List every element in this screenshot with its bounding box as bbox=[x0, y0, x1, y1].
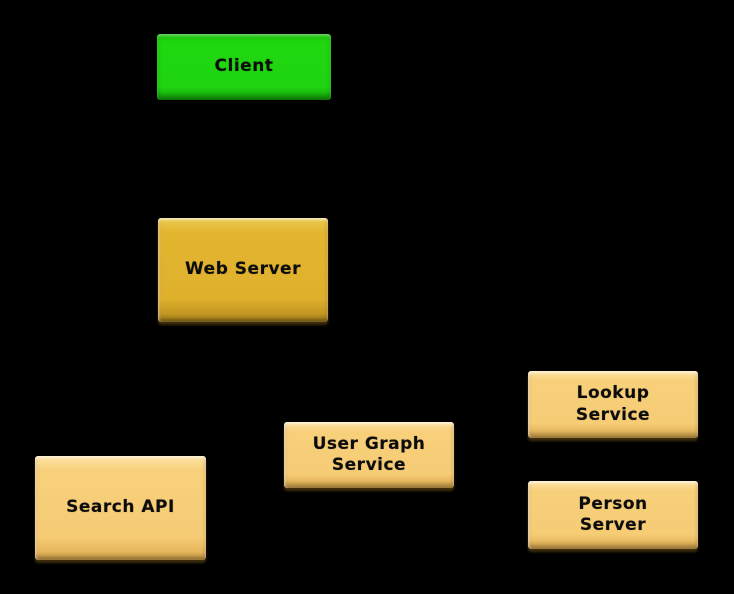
node-client[interactable]: Client bbox=[157, 34, 331, 100]
node-user-graph-service[interactable]: User Graph Service bbox=[284, 422, 454, 488]
node-user-graph-service-label: User Graph Service bbox=[312, 433, 426, 475]
node-person-server[interactable]: Person Server bbox=[528, 481, 698, 549]
node-web-server-label: Web Server bbox=[185, 259, 301, 280]
node-client-label: Client bbox=[214, 56, 274, 77]
node-search-api-label: Search API bbox=[66, 497, 175, 518]
node-person-server-label: Person Server bbox=[578, 493, 648, 535]
node-search-api[interactable]: Search API bbox=[35, 456, 206, 560]
node-web-server[interactable]: Web Server bbox=[158, 218, 328, 322]
node-lookup-service-label: Lookup Service bbox=[575, 383, 651, 425]
node-lookup-service[interactable]: Lookup Service bbox=[528, 371, 698, 438]
